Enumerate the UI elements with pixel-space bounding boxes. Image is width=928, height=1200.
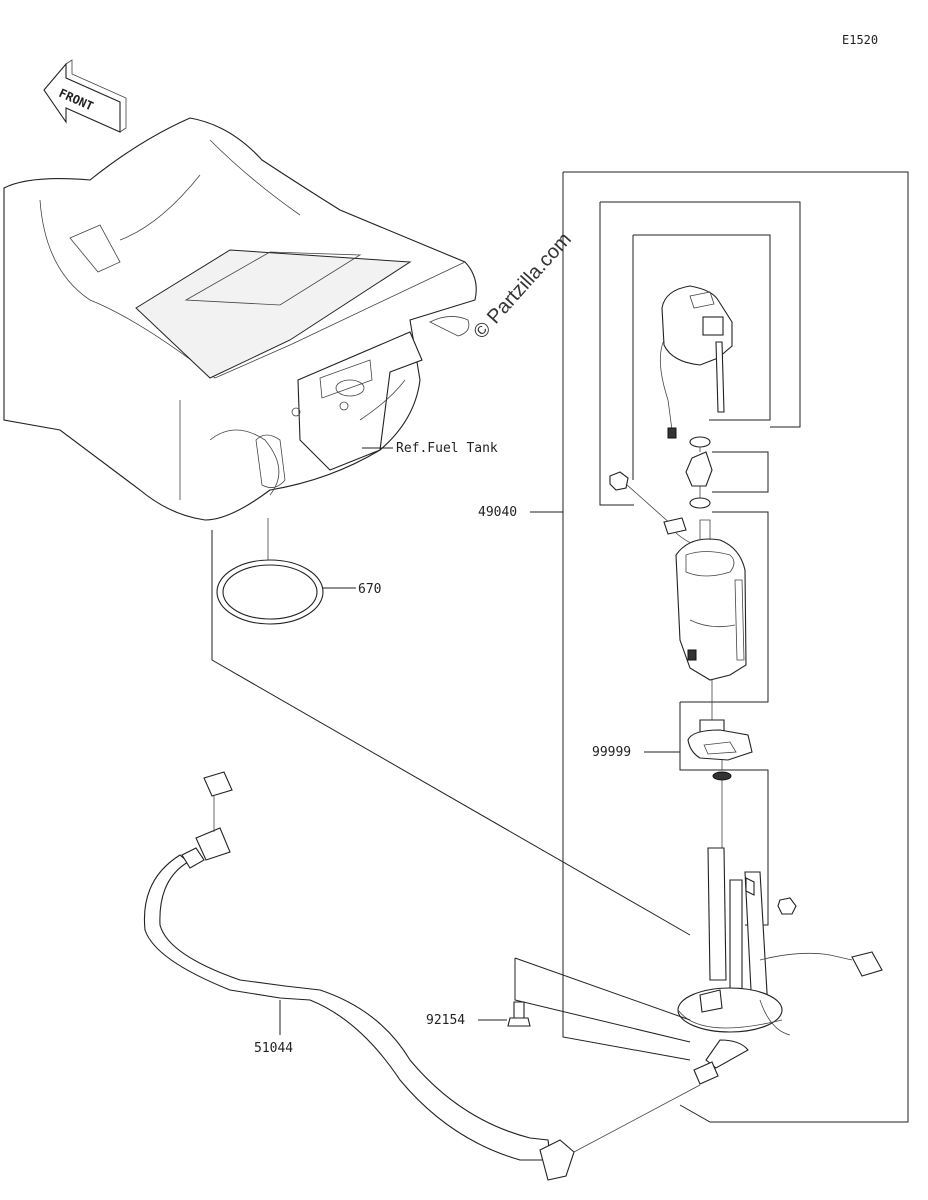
pump-head <box>659 285 733 439</box>
o-rings-upper <box>685 436 713 509</box>
o-ring-670 <box>216 518 324 625</box>
part-number-92154: 92154 <box>426 1013 465 1028</box>
bolt-92154 <box>507 957 691 1043</box>
reference-label: Ref.Fuel Tank <box>396 441 498 456</box>
part-number-51044: 51044 <box>254 1041 293 1056</box>
watermark: © Partzilla.com <box>469 228 576 343</box>
nut-upper-left <box>609 471 706 549</box>
part-number-670: 670 <box>358 582 381 597</box>
pump-flange <box>677 951 883 1085</box>
fuel-tank <box>3 117 477 521</box>
diagram-code: E1520 <box>842 33 878 47</box>
assembly-frame <box>211 171 909 1123</box>
regulator-99999 <box>687 719 753 781</box>
pump-body <box>675 519 747 681</box>
part-number-49040: 49040 <box>478 505 517 520</box>
fuel-hose-51044 <box>143 771 701 1181</box>
front-arrow: FRONT <box>43 59 127 133</box>
pump-bracket <box>707 780 797 1011</box>
part-number-99999: 99999 <box>592 745 631 760</box>
